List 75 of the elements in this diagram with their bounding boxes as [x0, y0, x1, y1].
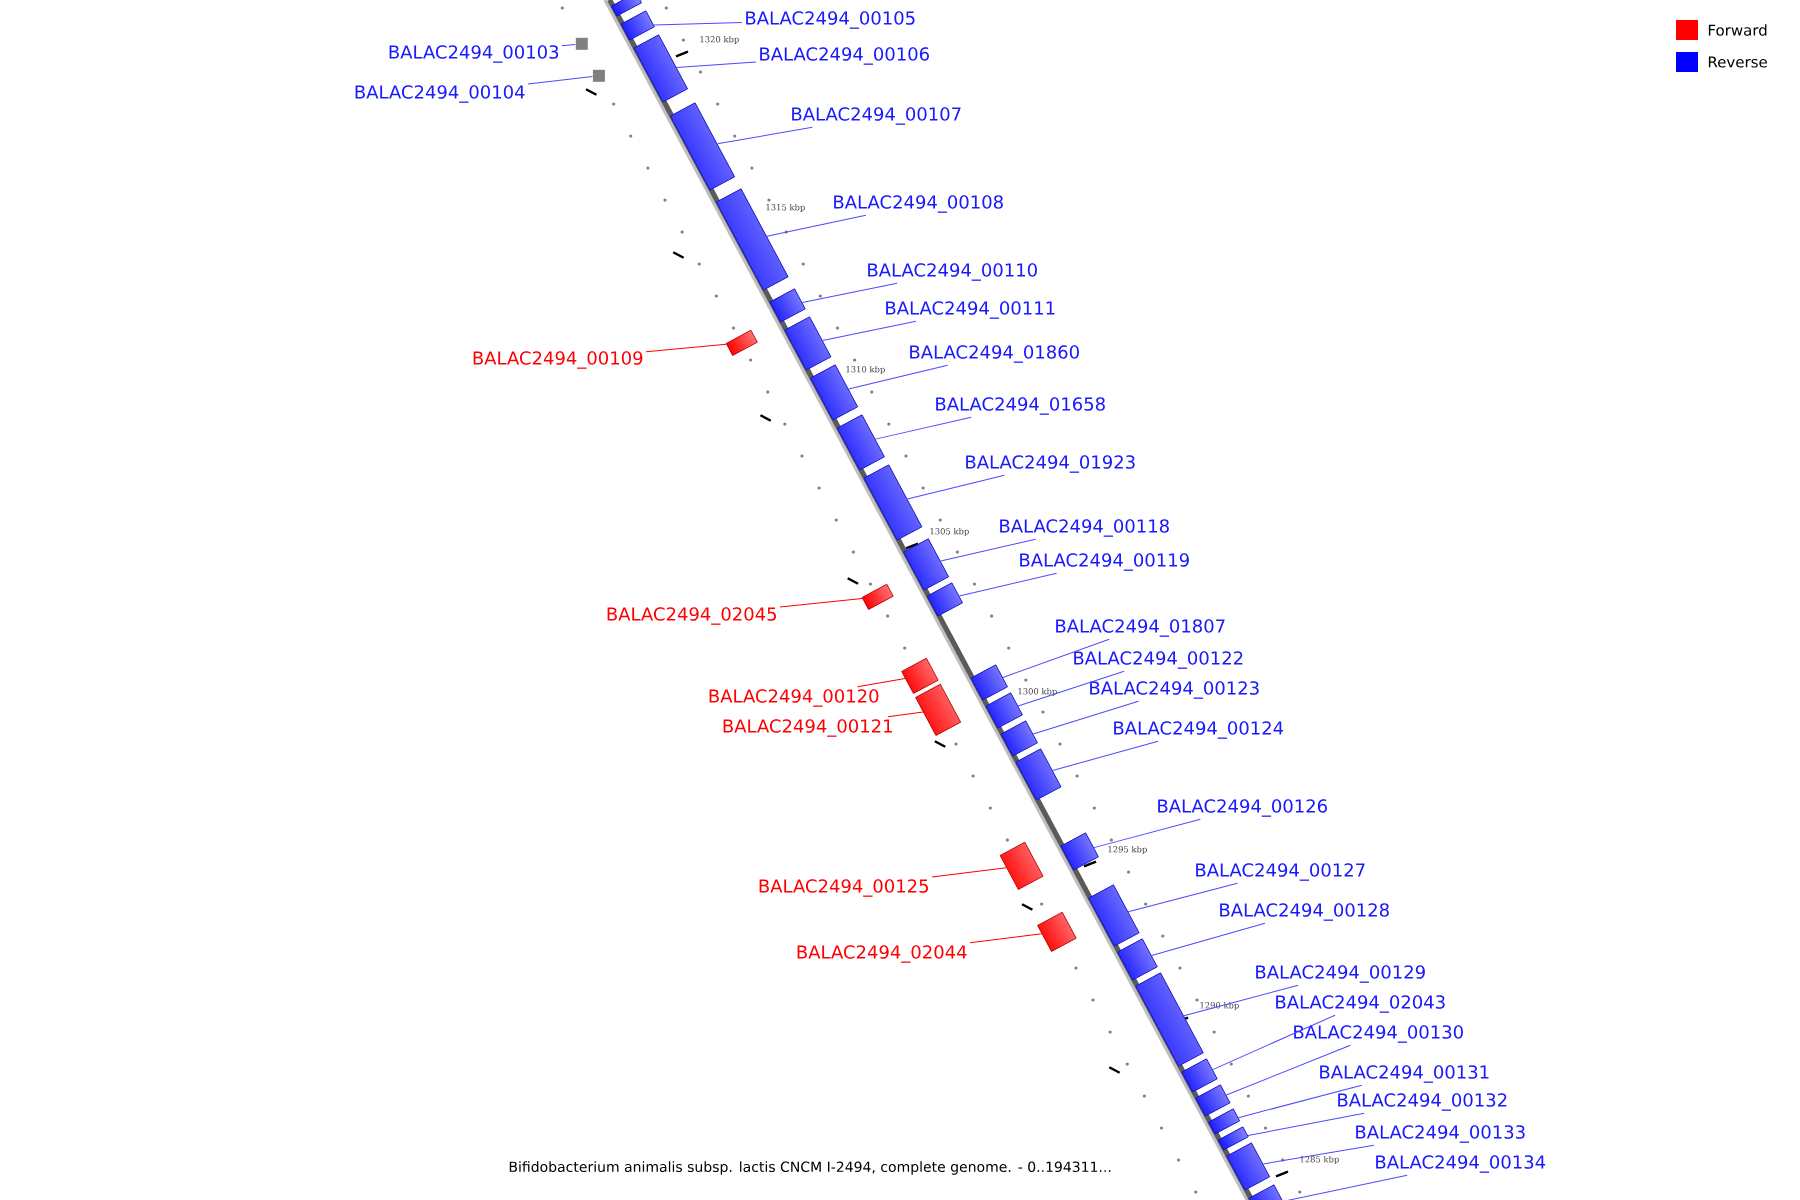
leader-line	[1183, 984, 1299, 1017]
leader-line	[1052, 740, 1159, 771]
gene-label: BALAC2494_02044	[797, 945, 967, 963]
gene-label: BALAC2494_00128	[1220, 903, 1389, 921]
gene-label: BALAC2494_02043	[1276, 995, 1445, 1013]
gene-label: BALAC2494_00109	[473, 351, 643, 369]
gene-label: BALAC2494_00105	[746, 11, 915, 29]
gene-block	[1015, 748, 1062, 801]
gene-label: BALAC2494_00126	[1158, 799, 1327, 817]
leader-line	[931, 867, 1007, 878]
leader-line	[1237, 1084, 1363, 1119]
gene-label: BALAC2494_00111	[886, 301, 1055, 319]
leader-line	[1093, 818, 1201, 849]
gene-label: BALAC2494_02045	[607, 607, 776, 625]
gene-block	[999, 841, 1044, 890]
leader-line	[779, 597, 863, 608]
gene-label: BALAC2494_00134	[1376, 1155, 1546, 1173]
leader-line	[676, 61, 757, 68]
gene-block	[1060, 832, 1099, 871]
gene-label: BALAC2494_00120	[709, 689, 879, 707]
leader-line	[801, 282, 898, 303]
gene-label: BALAC2494_00104	[355, 85, 525, 103]
leader-line	[940, 538, 1037, 562]
leader-line	[822, 320, 917, 341]
gene-label: BALAC2494_00123	[1090, 681, 1259, 699]
leader-line	[716, 126, 813, 145]
gene-label: BALAC2494_00133	[1356, 1125, 1525, 1143]
leader-line	[1225, 1044, 1351, 1096]
gene-marker	[592, 69, 605, 82]
gene-label: BALAC2494_00130	[1294, 1025, 1463, 1043]
leader-line	[1262, 1144, 1375, 1165]
leader-line	[874, 416, 972, 440]
leader-line	[766, 214, 867, 237]
gene-label: BALAC2494_00108	[834, 195, 1003, 213]
gene-block	[861, 583, 894, 610]
gene-label: BALAC2494_01658	[936, 397, 1105, 415]
leader-line	[1212, 1014, 1336, 1071]
gene-label: BALAC2494_00107	[792, 107, 961, 125]
gene-label: BALAC2494_01807	[1056, 619, 1225, 637]
gene-label: BALAC2494_00125	[759, 879, 928, 897]
gene-marker	[575, 37, 588, 50]
leader-line	[906, 474, 1005, 500]
leader-line	[645, 343, 727, 353]
gene-label: BALAC2494_00118	[1000, 519, 1169, 537]
gene-label: BALAC2494_00106	[760, 47, 929, 65]
leader-line	[653, 22, 743, 26]
leader-line	[969, 933, 1043, 944]
gene-label: BALAC2494_00127	[1196, 863, 1365, 881]
gene-label: BALAC2494_01923	[966, 455, 1135, 473]
gene-label: BALAC2494_00119	[1020, 553, 1189, 571]
gene-label: BALAC2494_00103	[389, 45, 559, 63]
leader-line	[1002, 638, 1110, 678]
gene-block	[915, 683, 962, 736]
leader-line	[857, 677, 906, 688]
leader-line	[887, 711, 924, 718]
gene-block	[1037, 911, 1077, 952]
leader-line	[1127, 882, 1238, 913]
gene-block	[926, 582, 963, 617]
leader-line	[561, 43, 576, 47]
leader-line	[1032, 700, 1139, 735]
leader-line	[848, 364, 949, 390]
gene-label: BALAC2494_00124	[1114, 721, 1284, 739]
gene-block	[725, 329, 758, 356]
leader-line	[1017, 670, 1125, 707]
leader-line	[1151, 922, 1266, 956]
leader-line	[958, 572, 1058, 597]
leader-line	[527, 76, 593, 85]
leader-line	[1247, 1112, 1365, 1137]
gene-label: BALAC2494_00129	[1256, 965, 1425, 983]
gene-label: BALAC2494_00110	[868, 263, 1037, 281]
gene-label: BALAC2494_00122	[1074, 651, 1243, 669]
gene-label: BALAC2494_01860	[910, 345, 1079, 363]
gene-label: BALAC2494_00131	[1320, 1065, 1489, 1083]
gene-label: BALAC2494_00132	[1338, 1093, 1507, 1111]
gene-label: BALAC2494_00121	[723, 719, 892, 737]
